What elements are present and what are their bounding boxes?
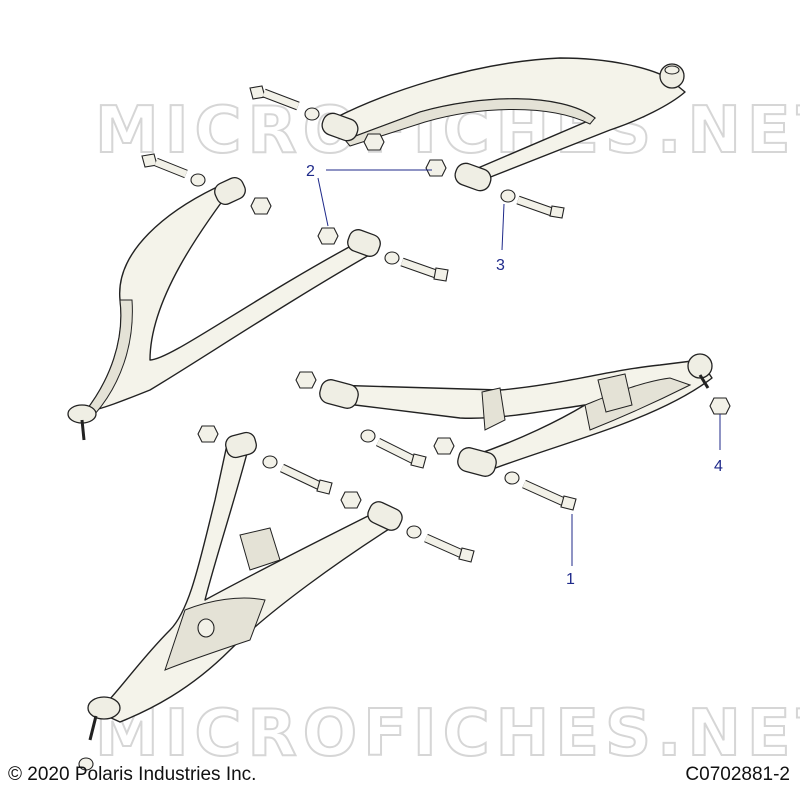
lower-front-hardware [78, 425, 475, 771]
upper-front-a-arm [67, 177, 381, 441]
figure-id: C0702881-2 [685, 764, 790, 785]
callout-4: 4 [714, 458, 723, 475]
callout-3: 3 [496, 257, 505, 274]
front-upper-hardware [141, 153, 449, 282]
watermark-bottom: MICROFICHES.NET [95, 697, 800, 771]
copyright-text: © 2020 Polaris Industries Inc. [8, 764, 257, 785]
upper-hardware [249, 85, 565, 219]
callout-2: 2 [306, 163, 315, 180]
lower-rear-a-arm [319, 353, 713, 477]
upper-rear-a-arm [321, 57, 686, 192]
lower-rear-hardware [295, 371, 731, 511]
callout-1: 1 [566, 571, 575, 588]
leader-lines [317, 169, 721, 566]
lower-front-a-arm [87, 431, 403, 741]
